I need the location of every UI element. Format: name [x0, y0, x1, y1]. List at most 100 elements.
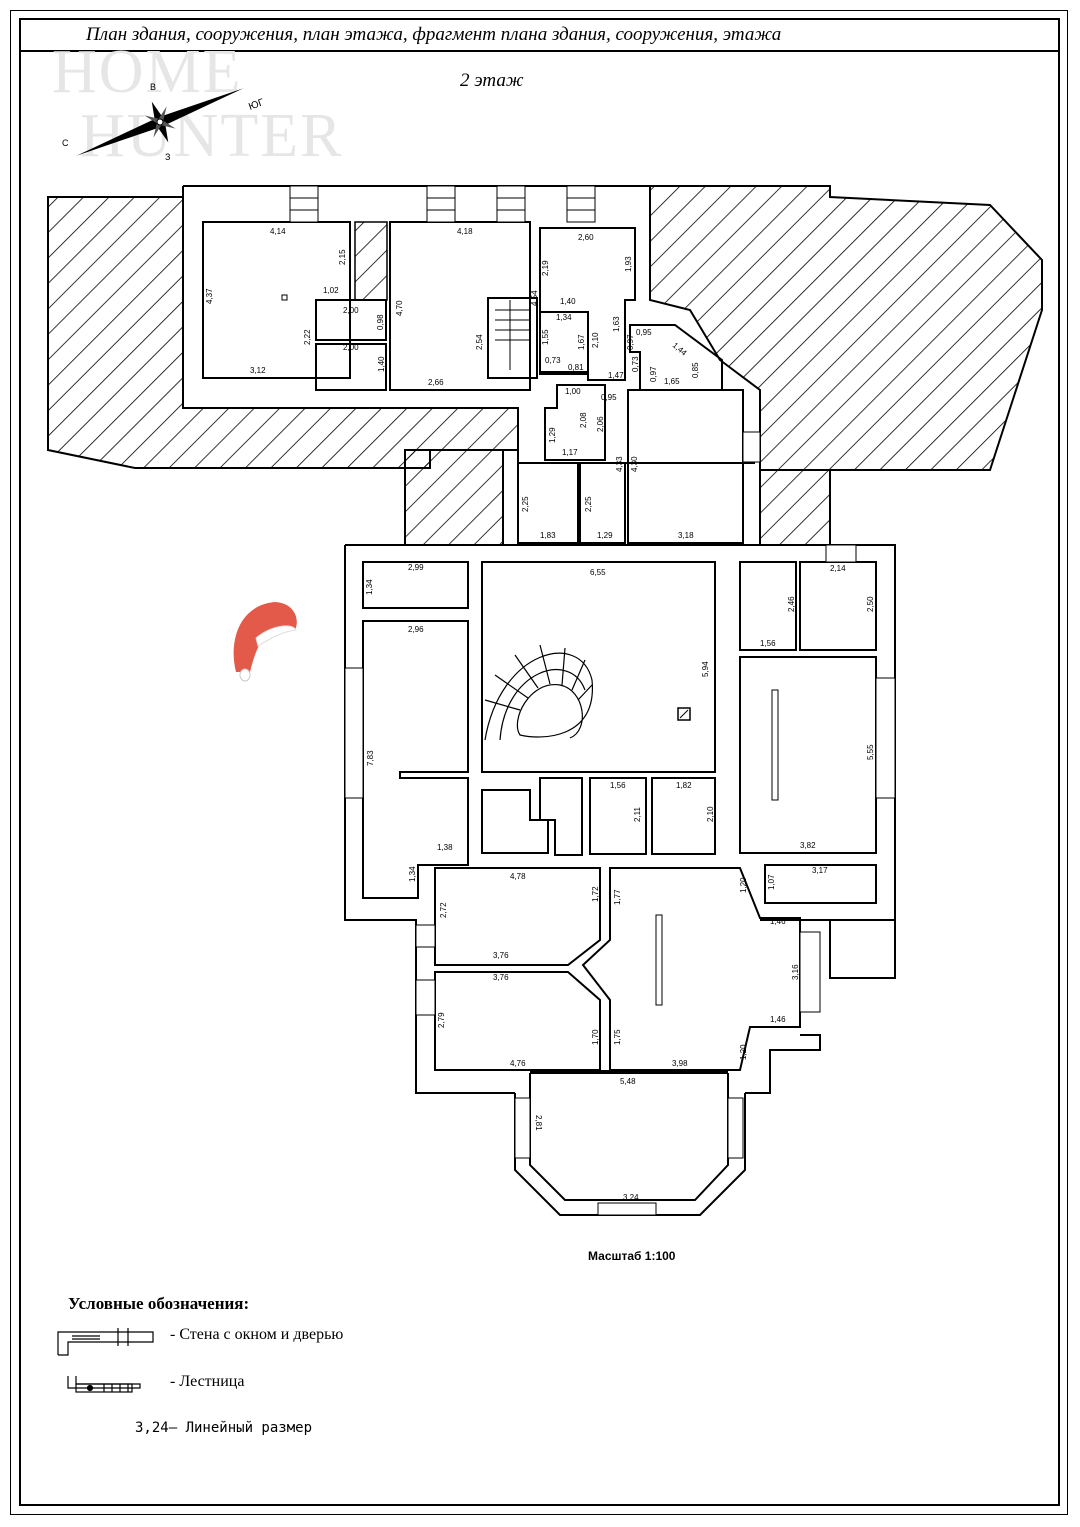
dim: 1,40 — [560, 297, 576, 306]
dim: 1,55 — [541, 329, 550, 345]
dim: 4,37 — [205, 288, 214, 304]
legend-stairs-symbol — [67, 1376, 141, 1393]
dim: 2,00 — [343, 343, 359, 352]
dim: 4,33 — [615, 456, 624, 472]
dim: 2,54 — [475, 334, 484, 350]
dim: 6,55 — [590, 568, 606, 577]
dim: 0,95 — [601, 393, 617, 402]
dim: 1,40 — [377, 356, 386, 372]
dim: 2,99 — [408, 563, 424, 572]
dim: 3,24 — [623, 1193, 639, 1202]
dim: 2,25 — [521, 496, 530, 512]
dim: 2,06 — [596, 416, 605, 432]
dim: 3,76 — [493, 951, 509, 960]
outer-frame — [10, 10, 1068, 1515]
compass-south: ЮГ — [247, 97, 266, 113]
dim: 3,12 — [250, 366, 266, 375]
hatched-areas — [47, 185, 1043, 546]
legend-dimension-label: 3,24– Линейный размер — [135, 1420, 313, 1436]
dim: 2,15 — [338, 249, 347, 265]
dim: 7,83 — [366, 750, 375, 766]
dim: 1,72 — [591, 886, 600, 902]
dim: 0,98 — [376, 314, 385, 330]
chimney-icon — [677, 707, 691, 721]
dim: 1,56 — [760, 639, 776, 648]
dim: 2,50 — [866, 596, 875, 612]
dim: 4,18 — [457, 227, 473, 236]
compass-n: С — [62, 138, 69, 148]
dim: 0,81 — [568, 363, 584, 372]
legend-title: Условные обозначения: — [68, 1294, 250, 1313]
dim: 1,46 — [770, 917, 786, 926]
dim: 5,55 — [866, 744, 875, 760]
compass-rose — [76, 88, 244, 156]
dim: 1,34 — [408, 866, 417, 882]
dim: 1,83 — [540, 531, 556, 540]
dim: 4,14 — [270, 227, 286, 236]
dim: 0,73 — [545, 356, 561, 365]
plan-title: План здания, сооружения, план этажа, фра… — [86, 24, 782, 45]
header-bar — [19, 18, 1060, 52]
column-marker — [281, 294, 288, 301]
dim: 1,46 — [770, 1015, 786, 1024]
dim: 4,78 — [510, 872, 526, 881]
dimension-labels: 4,14 4,37 3,12 2,15 1,02 2,00 0,98 2,00 … — [205, 227, 875, 1202]
dim: 2,00 — [343, 306, 359, 315]
dim: 4,54 — [530, 290, 539, 306]
dim: 2,08 — [579, 412, 588, 428]
dim: 1,82 — [676, 781, 692, 790]
dim: 1,34 — [556, 313, 572, 322]
dim: 1,56 — [610, 781, 626, 790]
windows — [289, 185, 896, 1216]
dim: 1,44 — [671, 341, 689, 358]
dim: 5,48 — [620, 1077, 636, 1086]
dim: 1,70 — [591, 1029, 600, 1045]
dim: 2,10 — [591, 332, 600, 348]
dim: 1,29 — [597, 531, 613, 540]
dim: 2,46 — [787, 596, 796, 612]
dim: 4,30 — [630, 456, 639, 472]
dim: 2,81 — [534, 1115, 543, 1131]
spiral-staircase — [484, 644, 593, 741]
dim: 0,85 — [691, 362, 700, 378]
dim: 1,07 — [767, 874, 776, 890]
dim: 1,75 — [613, 1029, 622, 1045]
dim: 4,76 — [510, 1059, 526, 1068]
dim: 2,79 — [437, 1012, 446, 1028]
bay-front-wall — [530, 1070, 728, 1074]
dim: 0,95 — [636, 328, 652, 337]
compass-w: З — [165, 152, 170, 162]
dim: 0,73 — [631, 356, 640, 372]
dim: 1,20 — [739, 1044, 748, 1060]
legend-wall-symbol — [57, 1328, 154, 1356]
partition — [655, 914, 663, 1006]
dim: 3,82 — [800, 841, 816, 850]
dim: 4,70 — [395, 300, 404, 316]
santa-hat-icon — [233, 602, 297, 682]
dim: 2,14 — [830, 564, 846, 573]
dim: 1,67 — [577, 334, 586, 350]
dim: 1,17 — [562, 448, 578, 457]
dim: 3,18 — [678, 531, 694, 540]
legend-wall-label: - Стена с окном и дверью — [170, 1326, 344, 1343]
dim: 0,97 — [649, 366, 658, 382]
floor-label: 2 этаж — [460, 70, 524, 91]
partition — [771, 689, 779, 801]
dim: 3,16 — [791, 964, 800, 980]
dim: 0,97 — [626, 334, 635, 350]
dim: 2,66 — [428, 378, 444, 387]
dim: 1,47 — [608, 371, 624, 380]
dim: 5,94 — [701, 661, 710, 677]
dim: 1,02 — [323, 286, 339, 295]
dim: 1,63 — [612, 316, 621, 332]
watermark-line-1: HOME — [52, 38, 243, 106]
dim: 3,98 — [672, 1059, 688, 1068]
dim: 2,72 — [439, 902, 448, 918]
dim: 2,22 — [303, 329, 312, 345]
dim: 2,10 — [706, 806, 715, 822]
dim: 1,93 — [624, 256, 633, 272]
dim: 3,76 — [493, 973, 509, 982]
legend-stairs-label: - Лестница — [170, 1373, 245, 1390]
compass-e: В — [150, 82, 156, 92]
